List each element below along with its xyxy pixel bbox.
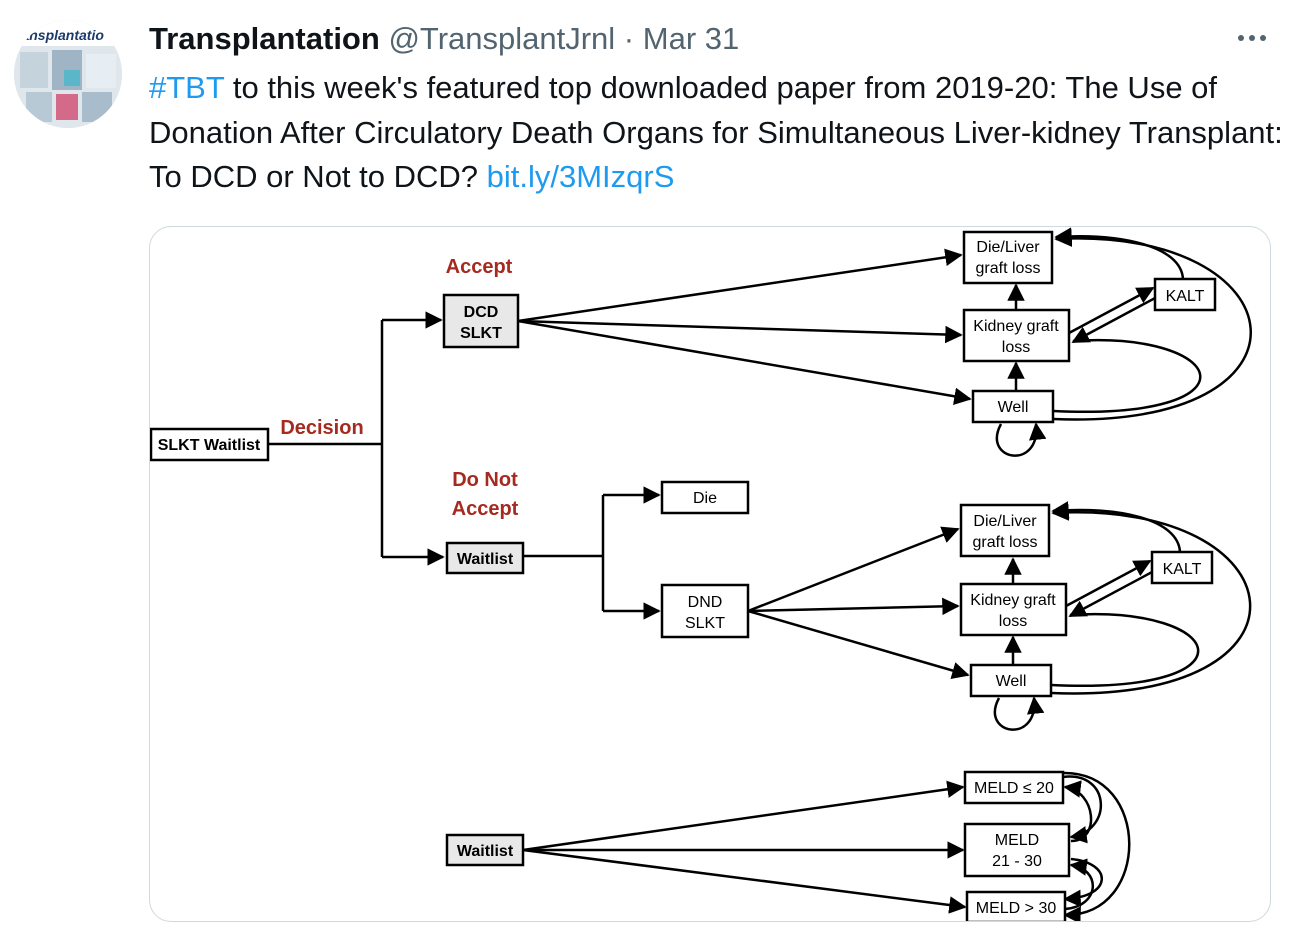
label-decision: Decision <box>280 417 363 439</box>
more-options-button[interactable] <box>1232 18 1272 58</box>
svg-text:SLKT: SLKT <box>460 325 502 342</box>
node-die-liver-mid: Die/Liver graft loss <box>959 503 1051 558</box>
node-waitlist-meld: Waitlist <box>445 833 525 867</box>
node-kalt-top: KALT <box>1153 277 1217 312</box>
svg-text:MELD: MELD <box>995 832 1039 849</box>
svg-text:MELD ≤ 20: MELD ≤ 20 <box>974 780 1054 797</box>
node-dnd-slkt: DND SLKT <box>660 583 750 639</box>
node-meld-low: MELD ≤ 20 <box>963 770 1065 805</box>
svg-text:Kidney graft: Kidney graft <box>973 318 1059 335</box>
svg-text:SLKT Waitlist: SLKT Waitlist <box>158 437 261 454</box>
node-dcd-slkt: DCD SLKT <box>442 293 520 349</box>
svg-text:Die/Liver: Die/Liver <box>973 513 1037 530</box>
node-kidney-top: Kidney graft loss <box>962 308 1071 363</box>
svg-text:Die/Liver: Die/Liver <box>976 239 1040 256</box>
svg-text:KALT: KALT <box>1163 561 1202 578</box>
svg-text:DND: DND <box>688 594 723 611</box>
node-meld-high: MELD > 30 <box>965 890 1067 921</box>
flow-diagram: Accept Decision Do Not Accept <box>150 227 1252 921</box>
node-slkt-waitlist: SLKT Waitlist <box>150 427 270 462</box>
more-dots-icon <box>1238 35 1266 41</box>
node-well-top: Well <box>971 389 1055 424</box>
node-well-mid: Well <box>969 663 1053 698</box>
label-accept-2: Accept <box>452 498 519 520</box>
tweet-image[interactable]: Accept Decision Do Not Accept <box>149 226 1271 922</box>
svg-text:Die: Die <box>693 490 717 507</box>
svg-text:Waitlist: Waitlist <box>457 843 514 860</box>
svg-text:KALT: KALT <box>1166 288 1205 305</box>
node-kalt-mid: KALT <box>1150 550 1214 585</box>
hashtag-link[interactable]: #TBT <box>149 70 225 105</box>
svg-text:Well: Well <box>996 673 1027 690</box>
header-separator: · <box>623 21 635 56</box>
svg-text:Kidney graft: Kidney graft <box>970 592 1056 609</box>
svg-text:loss: loss <box>999 613 1027 630</box>
profile-avatar[interactable]: ransplantatio <box>14 20 122 128</box>
svg-text:DCD: DCD <box>464 304 499 321</box>
svg-text:loss: loss <box>1002 339 1030 356</box>
svg-text:MELD > 30: MELD > 30 <box>976 900 1057 917</box>
node-kidney-mid: Kidney graft loss <box>959 582 1068 637</box>
node-meld-mid: MELD 21 - 30 <box>963 822 1071 878</box>
author-name[interactable]: Transplantation <box>149 21 380 56</box>
svg-text:graft loss: graft loss <box>973 534 1038 551</box>
author-handle[interactable]: @TransplantJrnl <box>388 21 616 56</box>
label-accept: Accept <box>446 256 513 278</box>
svg-text:Well: Well <box>998 399 1029 416</box>
tweet-body: to this week's featured top downloaded p… <box>149 70 1283 194</box>
svg-text:21 - 30: 21 - 30 <box>992 853 1042 870</box>
node-die-liver-top: Die/Liver graft loss <box>962 230 1054 285</box>
url-link[interactable]: bit.ly/3MIzqrS <box>486 159 675 194</box>
tweet-text: #TBT to this week's featured top downloa… <box>149 66 1289 200</box>
svg-text:Waitlist: Waitlist <box>457 551 514 568</box>
svg-text:graft loss: graft loss <box>976 260 1041 277</box>
node-waitlist: Waitlist <box>445 541 525 575</box>
tweet-date[interactable]: Mar 31 <box>642 21 740 56</box>
label-do-not: Do Not <box>452 469 518 491</box>
node-die: Die <box>660 480 750 515</box>
avatar-title: ransplantatio <box>16 27 104 43</box>
svg-text:SLKT: SLKT <box>685 615 725 632</box>
tweet-header: Transplantation @TransplantJrnl · Mar 31 <box>149 20 739 58</box>
